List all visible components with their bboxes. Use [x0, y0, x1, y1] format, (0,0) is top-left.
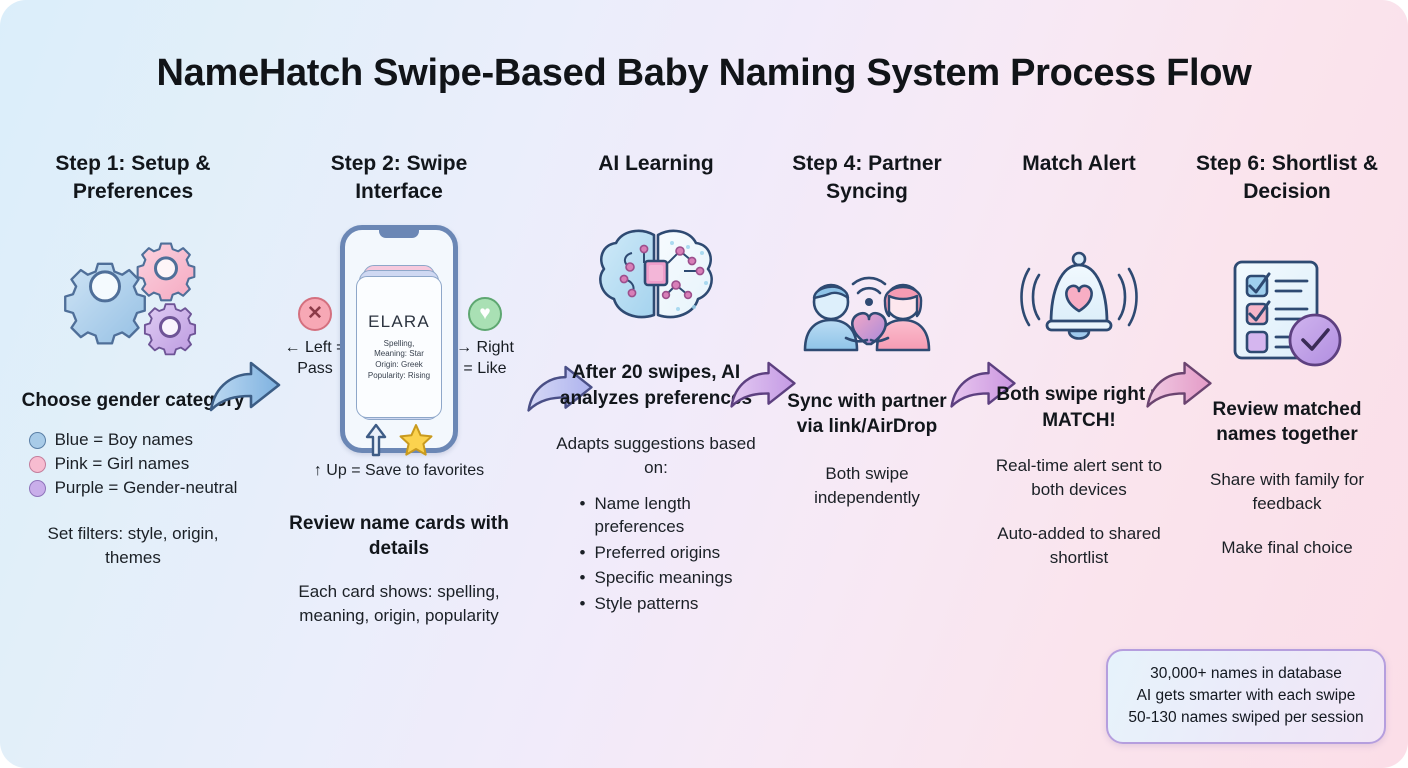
column-match: Match Alert Both swipe right = MAT [982, 150, 1176, 570]
column-ai-heading: AI Learning [598, 152, 714, 175]
arrow-match-to-shortlist [1142, 358, 1216, 421]
gender-color-legend: Blue = Boy names Pink = Girl names Purpl… [28, 429, 238, 501]
column-swipe-main: Review name cards with details [289, 512, 509, 560]
arrow-swipe-to-ai [523, 362, 597, 425]
column-ai-sub: Adapts suggestions based on: [556, 433, 756, 477]
legend-item: Blue = Boy names [28, 429, 238, 452]
column-match-heading: Match Alert [1022, 152, 1136, 175]
swipe-up-group: ↑ Up = Save to favorites [288, 423, 510, 483]
phone-swipe-icon: ✕ ← Left = Pass ♥ → Right = Like ELARA S… [285, 224, 514, 479]
like-heart-icon[interactable]: ♥ [468, 296, 502, 331]
column-setup-main: Choose gender category [21, 389, 245, 411]
list-item-label: Preferred origins [594, 542, 721, 562]
gears-icon [18, 229, 248, 374]
legend-label: Pink = Girl names [54, 454, 190, 474]
list-item-label: Specific meanings [594, 568, 733, 588]
name-card-stack: ELARA Spelling, Meaning: Star Origin: Gr… [356, 264, 442, 420]
stats-line: 30,000+ names in database [1150, 665, 1342, 682]
page-title: NameHatch Swipe-Based Baby Naming System… [156, 52, 1252, 94]
column-setup: Step 1: Setup & Preferences [18, 150, 248, 570]
column-shortlist: Step 6: Shortlist & Decision [1182, 150, 1392, 560]
bullet-icon: • [579, 542, 586, 562]
list-item: • Specific meanings [580, 566, 733, 589]
card-name-text: ELARA [368, 311, 430, 331]
partners-sync-icon [772, 235, 962, 375]
card-detail-line: Spelling, [383, 338, 415, 348]
star-icon [399, 424, 433, 457]
legend-item: Purple = Gender-neutral [28, 477, 238, 500]
stats-callout-box: 30,000+ names in database AI gets smarte… [1106, 649, 1386, 744]
pass-x-icon[interactable]: ✕ [298, 296, 332, 331]
list-item: • Style patterns [580, 592, 733, 615]
list-item: • Name length preferences [580, 492, 733, 539]
card-detail-line: Meaning: Star [374, 349, 424, 359]
column-ai: AI Learning [548, 150, 764, 617]
list-item: • Preferred origins [580, 541, 733, 564]
column-match-sub2: Auto-added to shared shortlist [997, 523, 1161, 567]
pink-dot-icon [28, 456, 46, 474]
bullet-icon: • [579, 568, 586, 588]
bullet-icon: • [579, 493, 586, 513]
bullet-icon: • [579, 593, 586, 613]
purple-dot-icon [28, 480, 46, 498]
blue-dot-icon [28, 432, 46, 450]
arrow-ai-to-partner [726, 358, 800, 421]
column-partner-heading: Step 4: Partner Syncing [792, 152, 942, 204]
legend-label: Blue = Boy names [54, 430, 194, 450]
column-shortlist-main: Review matched names together [1212, 398, 1362, 446]
name-card[interactable]: ELARA Spelling, Meaning: Star Origin: Gr… [356, 275, 442, 418]
stats-line: 50-130 names swiped per session [1128, 709, 1364, 726]
swipe-right-label: → Right = Like [456, 338, 514, 377]
ai-factors-list: • Name length preferences • Preferred or… [580, 492, 733, 617]
column-shortlist-sub: Share with family for feedback [1210, 469, 1364, 514]
column-setup-sub: Set filters: style, origin, themes [47, 524, 219, 568]
list-item-label: Style patterns [594, 593, 699, 613]
column-ai-main: After 20 swipes, AI analyzes preferences [559, 362, 753, 409]
column-partner-main: Sync with partner via link/AirDrop [787, 390, 947, 438]
swipe-left-group: ✕ ← Left = Pass [284, 296, 346, 379]
list-item-label: Name length preferences [594, 493, 691, 537]
swipe-right-group: ♥ → Right = Like [454, 296, 516, 379]
bell-heart-icon [982, 228, 1176, 368]
column-match-main: Both swipe right = MATCH! [996, 384, 1162, 431]
card-detail-line: Popularity: Rising [367, 370, 431, 380]
swipe-up-label: ↑ Up = Save to favorites [313, 461, 485, 479]
swipe-left-label: ← Left = Pass [284, 338, 346, 377]
column-swipe-heading: Step 2: Swipe Interface [330, 152, 468, 204]
brain-chip-icon [548, 208, 764, 348]
legend-label: Purple = Gender-neutral [54, 478, 238, 498]
checklist-approved-icon [1182, 243, 1392, 383]
up-arrow-icon [365, 423, 387, 457]
column-shortlist-sub2: Make final choice [1221, 538, 1353, 558]
column-swipe-sub: Each card shows: spelling, meaning, orig… [298, 581, 500, 626]
column-match-sub: Real-time alert sent to both devices [995, 455, 1163, 499]
legend-item: Pink = Girl names [28, 453, 238, 476]
column-setup-heading: Step 1: Setup & Preferences [55, 152, 211, 204]
column-partner-sub: Both swipe independently [814, 463, 920, 508]
arrow-partner-to-match [946, 358, 1020, 421]
arrow-setup-to-swipe [205, 358, 285, 425]
column-swipe: Step 2: Swipe Interface ✕ ← Left = Pass … [285, 150, 514, 628]
phone-frame: ELARA Spelling, Meaning: Star Origin: Gr… [340, 224, 458, 453]
card-detail-line: Origin: Greek [375, 360, 423, 370]
stats-line: AI gets smarter with each swipe [1136, 687, 1356, 704]
column-partner: Step 4: Partner Syncing [772, 150, 962, 510]
column-shortlist-heading: Step 6: Shortlist & Decision [1195, 152, 1379, 204]
